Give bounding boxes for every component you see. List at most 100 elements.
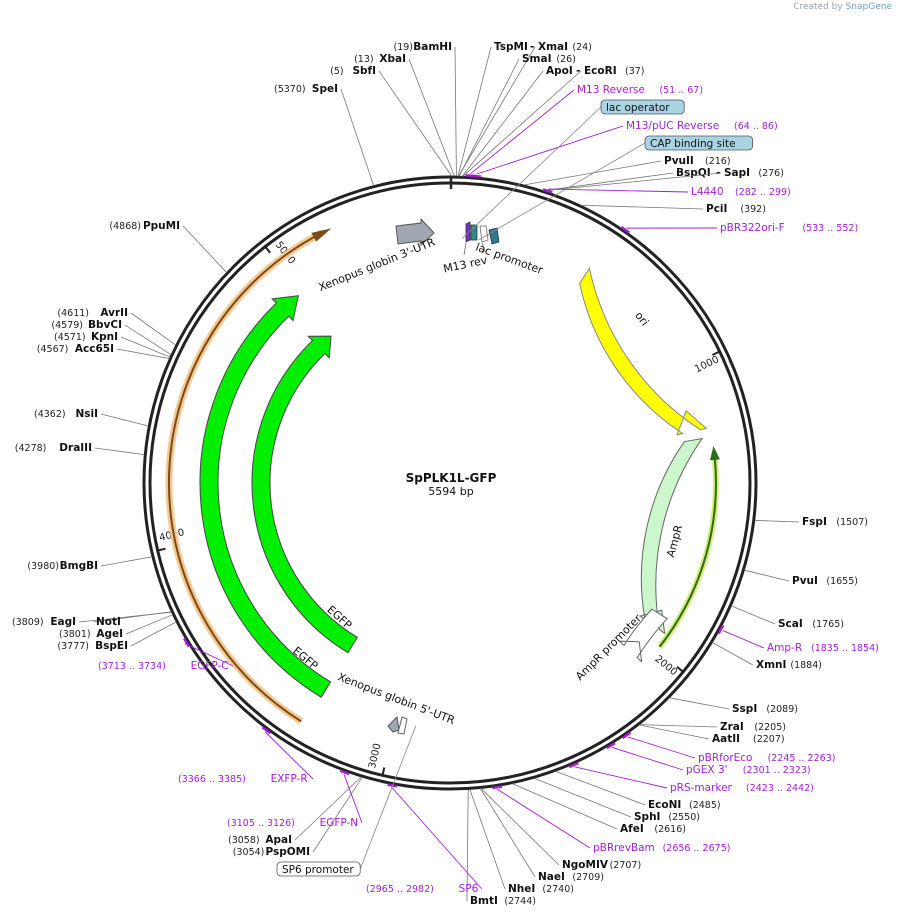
site-xmai[interactable]: -XmaI(24) — [458, 41, 592, 177]
feature-tag-cap-binding-site[interactable]: CAP binding site — [478, 135, 753, 241]
m13-rev-label: M13 rev — [442, 253, 489, 275]
lac-operator-feature — [470, 224, 478, 241]
site-bspei[interactable]: BspEI(3777) — [57, 621, 177, 652]
site-ngomiv[interactable]: NgoMIV(2707) — [480, 788, 641, 871]
site-leader-line — [408, 58, 455, 177]
site-scai[interactable]: ScaI(1765) — [731, 605, 844, 630]
site-position: (4567) — [37, 344, 69, 355]
primer-leader — [391, 787, 483, 890]
primer-egfp-c[interactable]: EGFP-C(3713 .. 3734) — [98, 637, 234, 672]
site-tspmi[interactable]: TspMI — [457, 41, 528, 177]
site-sspi[interactable]: SspI(2089) — [669, 697, 798, 715]
site-nhei[interactable]: NheI(2740) — [469, 789, 574, 895]
egfp-feature-inner — [251, 335, 358, 654]
site-fspi[interactable]: FspI(1507) — [754, 516, 868, 528]
site-name: AvrII — [100, 307, 128, 319]
site-leader-line — [312, 776, 363, 853]
site-leader-line — [294, 776, 362, 841]
site-draiii[interactable]: DraIII(4278) — [15, 442, 145, 456]
site-leader-line — [555, 770, 646, 806]
site-acc65i[interactable]: Acc65I(4567) — [37, 343, 170, 360]
site-position: (4278) — [15, 443, 47, 454]
site-bbvci[interactable]: BbvCI(4579) — [51, 319, 172, 356]
primer-l4440[interactable]: L4440(282 .. 299) — [542, 186, 791, 198]
primer-m13-puc-reverse[interactable]: M13/pUC Reverse(64 .. 86) — [471, 120, 778, 178]
site-position: (216) — [705, 156, 731, 167]
site-sbfi[interactable]: SbfI(5) — [330, 65, 452, 177]
site-apoi[interactable]: ApoI — [462, 65, 573, 177]
primer-pbrrevbam[interactable]: pBRrevBam (2656 .. 2675) — [492, 785, 731, 854]
primer-pbr322ori-f[interactable]: pBR322ori-F(533 .. 552) — [620, 222, 858, 234]
primer-name: pGEX 3' — [686, 764, 728, 776]
site-kpni[interactable]: KpnI(4571) — [54, 331, 171, 358]
xenopus-3utr-feature — [395, 217, 435, 247]
primer-range: (3713 .. 3734) — [98, 661, 166, 672]
site-name: TspMI — [494, 41, 528, 53]
primer-name: pBRrevBam — [593, 842, 655, 854]
site-pvui[interactable]: PvuI (1655) — [744, 569, 858, 587]
site-bmti[interactable]: BmtI(2744) — [466, 789, 536, 907]
site-avrii[interactable]: AvrII(4611) — [57, 307, 176, 346]
site-apai[interactable]: ApaI(3058) — [228, 776, 362, 846]
site-position: (1655) — [826, 576, 858, 587]
feature-tag-lac-operator[interactable]: lac operator — [462, 99, 685, 239]
site-spei[interactable]: SpeI(5370) — [274, 83, 375, 186]
site-pvuii[interactable]: PvuII(216) — [523, 155, 731, 186]
primer-name: L4440 — [691, 186, 724, 198]
site-ppumi[interactable]: PpuMI(4868) — [109, 220, 227, 273]
site-position: (3980) — [27, 561, 59, 572]
primer-prs-marker[interactable]: pRS-marker(2423 .. 2442) — [568, 761, 814, 794]
site-bamhi[interactable]: BamHI(19) — [393, 41, 457, 177]
site-leader-line — [543, 172, 674, 192]
primer-leader — [722, 630, 765, 649]
plasmid-name: SpPLK1L-GFP — [406, 471, 497, 485]
ampr-feature — [638, 437, 704, 635]
site-nsii[interactable]: NsiI(4362) — [34, 408, 149, 427]
site-smai[interactable]: SmaI(26) — [458, 53, 576, 177]
primer-range: (2965 .. 2982) — [366, 884, 434, 895]
primer-range: (2656 .. 2675) — [663, 843, 731, 854]
feature-tag-sp6-promoter[interactable]: SP6 promoter — [276, 725, 417, 877]
site-pspomi[interactable]: PspOMI(3054) — [233, 776, 363, 858]
primer-sp6[interactable]: SP6 (2965 .. 2982) — [366, 783, 483, 895]
site-leader-line — [125, 614, 173, 635]
primer-name: M13 Reverse — [577, 84, 645, 96]
site-leader-line — [120, 336, 171, 358]
primer-name: EXFP-R — [271, 773, 308, 785]
site-leader-line — [458, 58, 520, 177]
site-name: NaeI — [538, 871, 565, 883]
site-xmni[interactable]: XmnI (1884) — [712, 642, 822, 671]
site-pcii[interactable]: PciI(392) — [580, 203, 766, 215]
site-name: PvuI — [792, 575, 818, 587]
lac-promoter-feature — [479, 225, 489, 243]
primer-exfp-r[interactable]: EXFP-R(3366 .. 3385) — [178, 726, 314, 785]
site-xbai[interactable]: XbaI(13) — [354, 53, 455, 177]
site-aatii[interactable]: AatII(2207) — [638, 724, 785, 745]
site-bmgbi[interactable]: BmgBI(3980) — [27, 556, 153, 572]
tick-label: 3000 — [367, 742, 383, 769]
site-noti[interactable]: NotI — [92, 611, 172, 628]
primer-amp-r[interactable]: Amp-R(1835 .. 1854) — [717, 624, 879, 654]
site-sphi[interactable]: SphI(2550) — [533, 777, 700, 823]
xenopus-5utr-feature — [387, 715, 400, 733]
site-position: (4362) — [34, 409, 66, 420]
site-bspqi[interactable]: BspQI — [543, 167, 711, 192]
site-zrai[interactable]: ZraI(2205) — [639, 721, 786, 733]
site-position: (1884) — [790, 660, 822, 671]
site-name: XmnI — [756, 659, 786, 671]
primer-egfp-n[interactable]: EGFP-N(3105 .. 3126) — [227, 769, 363, 829]
site-naei[interactable]: NaeI(2709) — [480, 788, 604, 883]
site-econi[interactable]: EcoNI(2485) — [555, 770, 721, 811]
site-ecori[interactable]: -EcoRI(37) — [462, 65, 645, 177]
site-leader-line — [638, 724, 710, 740]
primer-pbrforeco[interactable]: pBRforEco(2245 .. 2263) — [621, 731, 836, 764]
site-afei[interactable]: AfeI(2616) — [512, 783, 686, 835]
primer-m13-reverse[interactable]: M13 Reverse(51 .. 67) — [465, 84, 703, 178]
primer-pgex-3-[interactable]: pGEX 3'(2301 .. 2323) — [606, 741, 811, 776]
site-leader-line — [100, 413, 149, 427]
primer-name: SP6 — [459, 883, 479, 895]
primer-mark — [606, 741, 616, 750]
site-agei[interactable]: AgeI(3801) — [59, 614, 173, 640]
site-position: (37) — [625, 66, 645, 77]
site-sapi[interactable]: -SapI(276) — [543, 167, 784, 192]
